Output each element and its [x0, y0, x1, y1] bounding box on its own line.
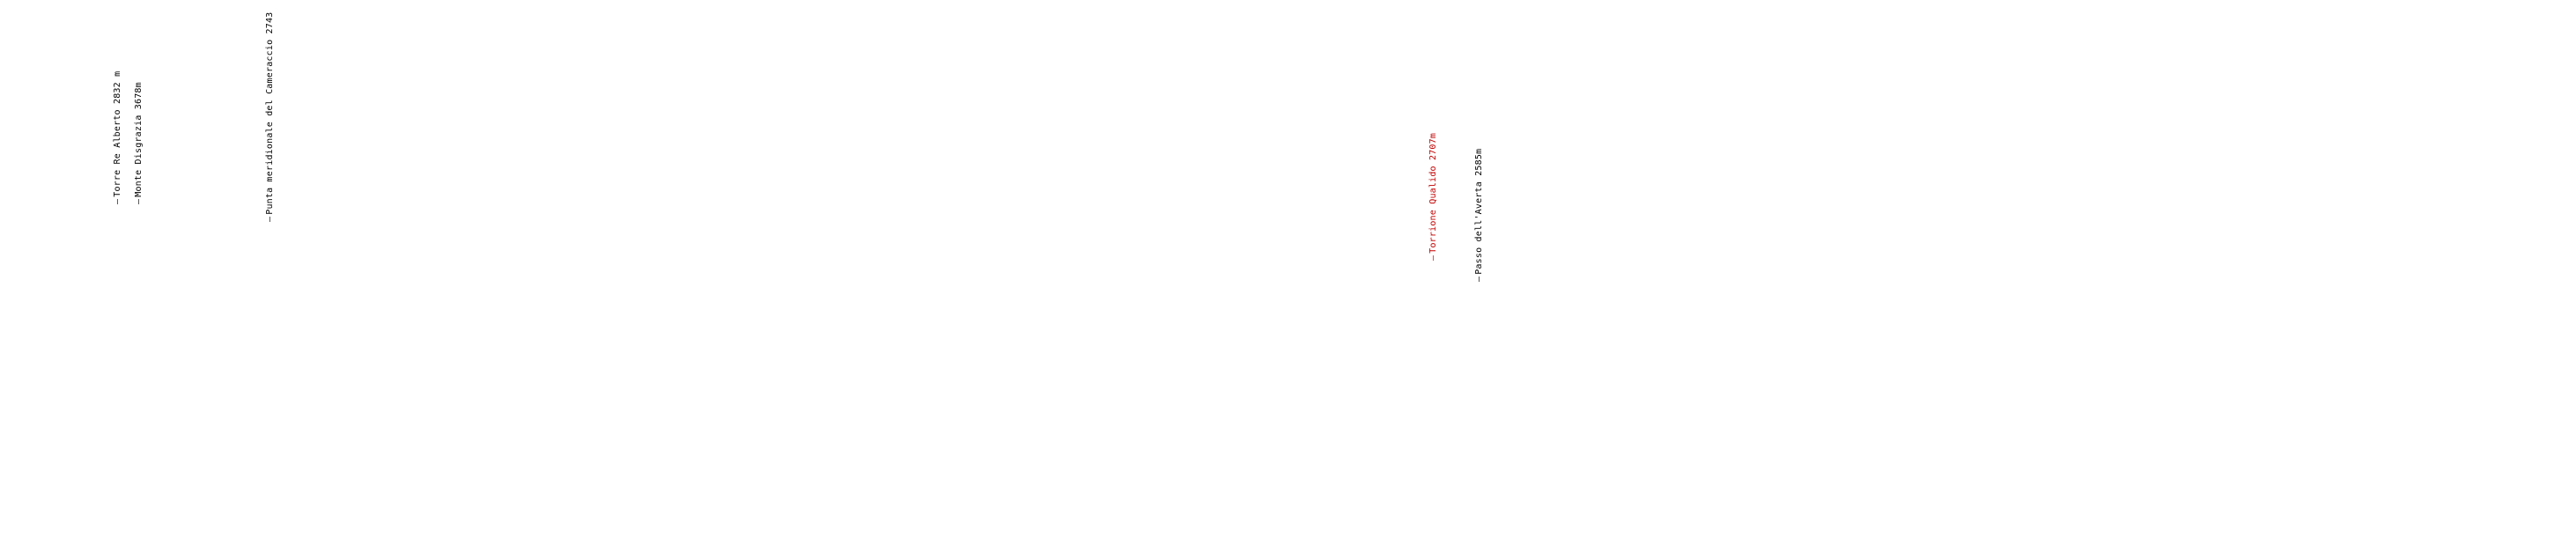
leader-dash: — [265, 216, 275, 222]
peak-label-monte-disgrazia: —Monte Disgrazia 3678m [134, 82, 144, 204]
peak-label-text: Torre Re Alberto 2832 m [113, 70, 122, 197]
peak-label-torrione-qualido: —Torrione Qualido 2707m [1428, 133, 1439, 261]
peak-label-text: Passo dell'Averta 2585m [1474, 148, 1484, 275]
peak-label-text: Torrione Qualido 2707m [1428, 132, 1438, 254]
peak-label-passo-averta: —Passo dell'Averta 2585m [1474, 149, 1485, 282]
leader-dash: — [134, 198, 144, 204]
peak-label-text: Punta meridionale del Cameraccio 2743 [265, 11, 275, 215]
leader-dash: — [1474, 276, 1484, 282]
leader-dash: — [1428, 255, 1438, 261]
peak-label-text: Monte Disgrazia 3678m [134, 82, 144, 197]
peak-label-torre-re-alberto: —Torre Re Alberto 2832 m [113, 71, 123, 204]
peak-label-punta-meridionale: —Punta meridionale del Cameraccio 2743 [265, 12, 276, 222]
leader-dash: — [113, 198, 122, 204]
